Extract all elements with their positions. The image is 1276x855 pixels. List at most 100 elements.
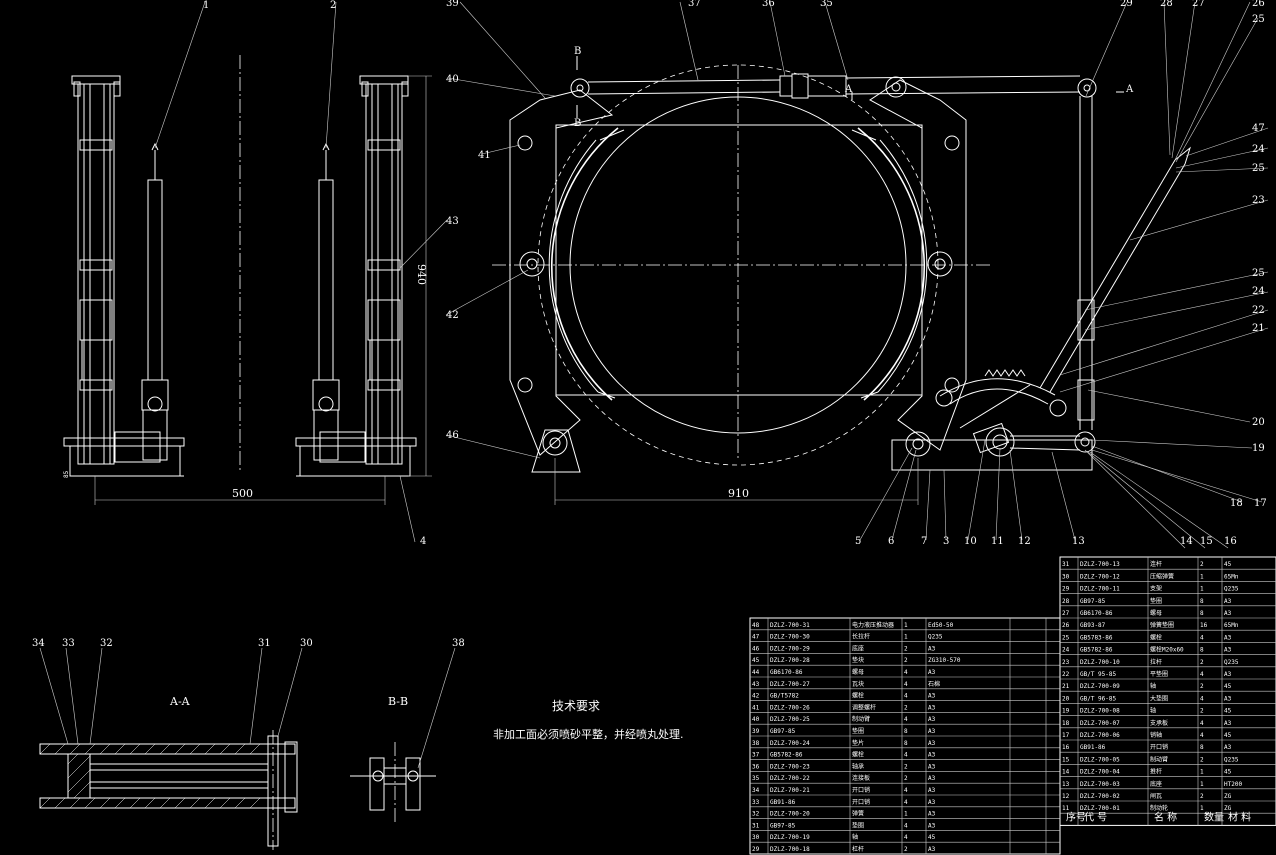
bom-left-cell: 40 xyxy=(752,716,760,723)
balloon-41: 41 xyxy=(478,150,491,161)
bom-right-cell: DZLZ-700-07 xyxy=(1080,720,1120,727)
bom-right-cell: 28 xyxy=(1062,598,1070,605)
bom-right-cell: 26 xyxy=(1062,622,1070,629)
bom-left-cell: 37 xyxy=(752,752,760,759)
bom-left-cell: 35 xyxy=(752,775,760,782)
bom-right-cell: 15 xyxy=(1062,756,1070,763)
bom-left-cell: 8 xyxy=(904,728,908,735)
balloon-39: 39 xyxy=(446,0,459,9)
section-a-a: A-A xyxy=(32,638,313,850)
section-b-b: B-B 38 xyxy=(350,638,465,822)
bom-right-cell: 支承板 xyxy=(1150,719,1168,727)
bom-right-cell: GB5783-86 xyxy=(1080,634,1113,641)
bom-right-cell: DZLZ-700-12 xyxy=(1080,573,1120,580)
balloon-labels: 1 2 39 37 36 35 29 28 27 26 25 47 24 25 … xyxy=(203,0,1267,547)
bom-left-cell: 2 xyxy=(904,645,908,652)
leaders xyxy=(445,1,1269,549)
bom-right-cell: 11 xyxy=(1062,805,1070,812)
bom-left-cell: 32 xyxy=(752,811,760,818)
bom-left-cell: 48 xyxy=(752,622,760,629)
bom-left-cell: 2 xyxy=(904,704,908,711)
bom-left-cell: 螺栓 xyxy=(852,692,864,700)
bom-right-cell: A3 xyxy=(1224,610,1232,617)
bom-right-cell: DZLZ-700-01 xyxy=(1080,805,1120,812)
bom-left-cell: 2 xyxy=(904,846,908,853)
bom-right-cell: 65Mn xyxy=(1224,622,1239,629)
bom-right-cell: 20 xyxy=(1062,695,1070,702)
bom-left-cell: 垫块 xyxy=(852,656,864,664)
balloon-r-17: 17 xyxy=(1254,498,1267,509)
bom-right-cell: 螺母 xyxy=(1150,609,1162,617)
bom-right-cell: 16 xyxy=(1062,744,1070,751)
bom-left-cell: 8 xyxy=(904,740,908,747)
bom-right-cell: 2 xyxy=(1200,659,1204,666)
bom-right-cell: 大垫圈 xyxy=(1150,694,1168,702)
bom-left-cell: Q235 xyxy=(928,634,943,641)
bom-right-cell: A3 xyxy=(1224,647,1232,654)
bom-right-cell: 2 xyxy=(1200,793,1204,800)
balloon-5: 5 xyxy=(855,536,861,547)
bom-right-cell: 平垫圈 xyxy=(1150,670,1168,678)
bom-left-cell: 4 xyxy=(904,834,908,841)
bom-right-cell: 1 xyxy=(1200,769,1204,776)
bom-right-cell: 1 xyxy=(1200,781,1204,788)
dim-500-label: 500 xyxy=(232,487,253,500)
bom-right-cell: 8 xyxy=(1200,610,1204,617)
balloon-31: 31 xyxy=(258,638,271,649)
bom-left-cell: 2 xyxy=(904,775,908,782)
section-mark-a-left: A xyxy=(844,84,853,95)
bom-left-cell: DZLZ-700-26 xyxy=(770,704,810,711)
bom-right-cell: 连杆 xyxy=(1150,560,1162,568)
bom-left-cell: DZLZ-700-22 xyxy=(770,775,810,782)
bom-right-cell: A3 xyxy=(1224,720,1232,727)
bom-right-cell: ZG xyxy=(1224,805,1232,812)
bom-left-cell: DZLZ-700-18 xyxy=(770,846,810,853)
technical-requirements: 技术要求 非加工面必须喷砂平整，并经喷丸处理. xyxy=(493,699,684,741)
bom-left-cell: 开口销 xyxy=(852,798,870,806)
bom-right-cell: 弹簧垫圈 xyxy=(1150,621,1174,629)
bom-left-cell: DZLZ-700-24 xyxy=(770,740,810,747)
bom-left-cell: 1 xyxy=(904,634,908,641)
bom-right-cell: GB/T 95-85 xyxy=(1080,671,1117,678)
bom-right-cell: DZLZ-700-04 xyxy=(1080,769,1120,776)
bom-left-cell: DZLZ-700-20 xyxy=(770,811,810,818)
bom-left-cell: 36 xyxy=(752,763,760,770)
balloon-46: 46 xyxy=(446,430,459,441)
bom-right-cell: Q235 xyxy=(1224,586,1239,593)
bom-left-cell: A3 xyxy=(928,775,936,782)
dim-940-label: 940 xyxy=(415,264,428,285)
balloon-37: 37 xyxy=(688,0,701,9)
bom-left-cell: 轴 xyxy=(852,833,858,841)
bom-left-cell: 垫片 xyxy=(852,739,864,747)
bom-left-cell: A3 xyxy=(928,763,936,770)
bom-left-cell: 45 xyxy=(928,834,936,841)
bom-right-cell: A3 xyxy=(1224,744,1232,751)
bom-right-cell: 45 xyxy=(1224,708,1232,715)
bom-right-cell: A3 xyxy=(1224,634,1232,641)
bom-left-cell: 43 xyxy=(752,681,760,688)
bom-left-cell: DZLZ-700-27 xyxy=(770,681,810,688)
bom-right-cell: 轴 xyxy=(1150,707,1156,715)
balloon-1: 1 xyxy=(203,0,209,11)
balloon-10: 10 xyxy=(964,536,977,547)
side-view-left xyxy=(63,1,206,477)
bom-left-cell: A3 xyxy=(928,752,936,759)
bom-left-cell: 连接板 xyxy=(852,774,870,782)
bom-left-cell: A3 xyxy=(928,704,936,711)
bom-right-cell: 螺栓M20x60 xyxy=(1150,646,1184,654)
bom-right-cell: 4 xyxy=(1200,732,1204,739)
bom-right-cell: GB97-85 xyxy=(1080,598,1106,605)
bom-left-cell: 29 xyxy=(752,846,760,853)
balloon-40: 40 xyxy=(446,74,459,85)
section-mark-a-right: A xyxy=(1125,84,1134,95)
bom-right-cell: 开口销 xyxy=(1150,743,1168,751)
bom-left-cell: A3 xyxy=(928,728,936,735)
bom-right-cell: Q235 xyxy=(1224,659,1239,666)
bom-left-cell: A3 xyxy=(928,716,936,723)
bom-right-cell: 14 xyxy=(1062,769,1070,776)
bom-right-cell: ZG xyxy=(1224,793,1232,800)
bom-right-cell: 销轴 xyxy=(1150,731,1162,739)
balloon-3: 3 xyxy=(943,536,949,547)
tech-req-line1: 非加工面必须喷砂平整，并经喷丸处理. xyxy=(493,727,684,741)
